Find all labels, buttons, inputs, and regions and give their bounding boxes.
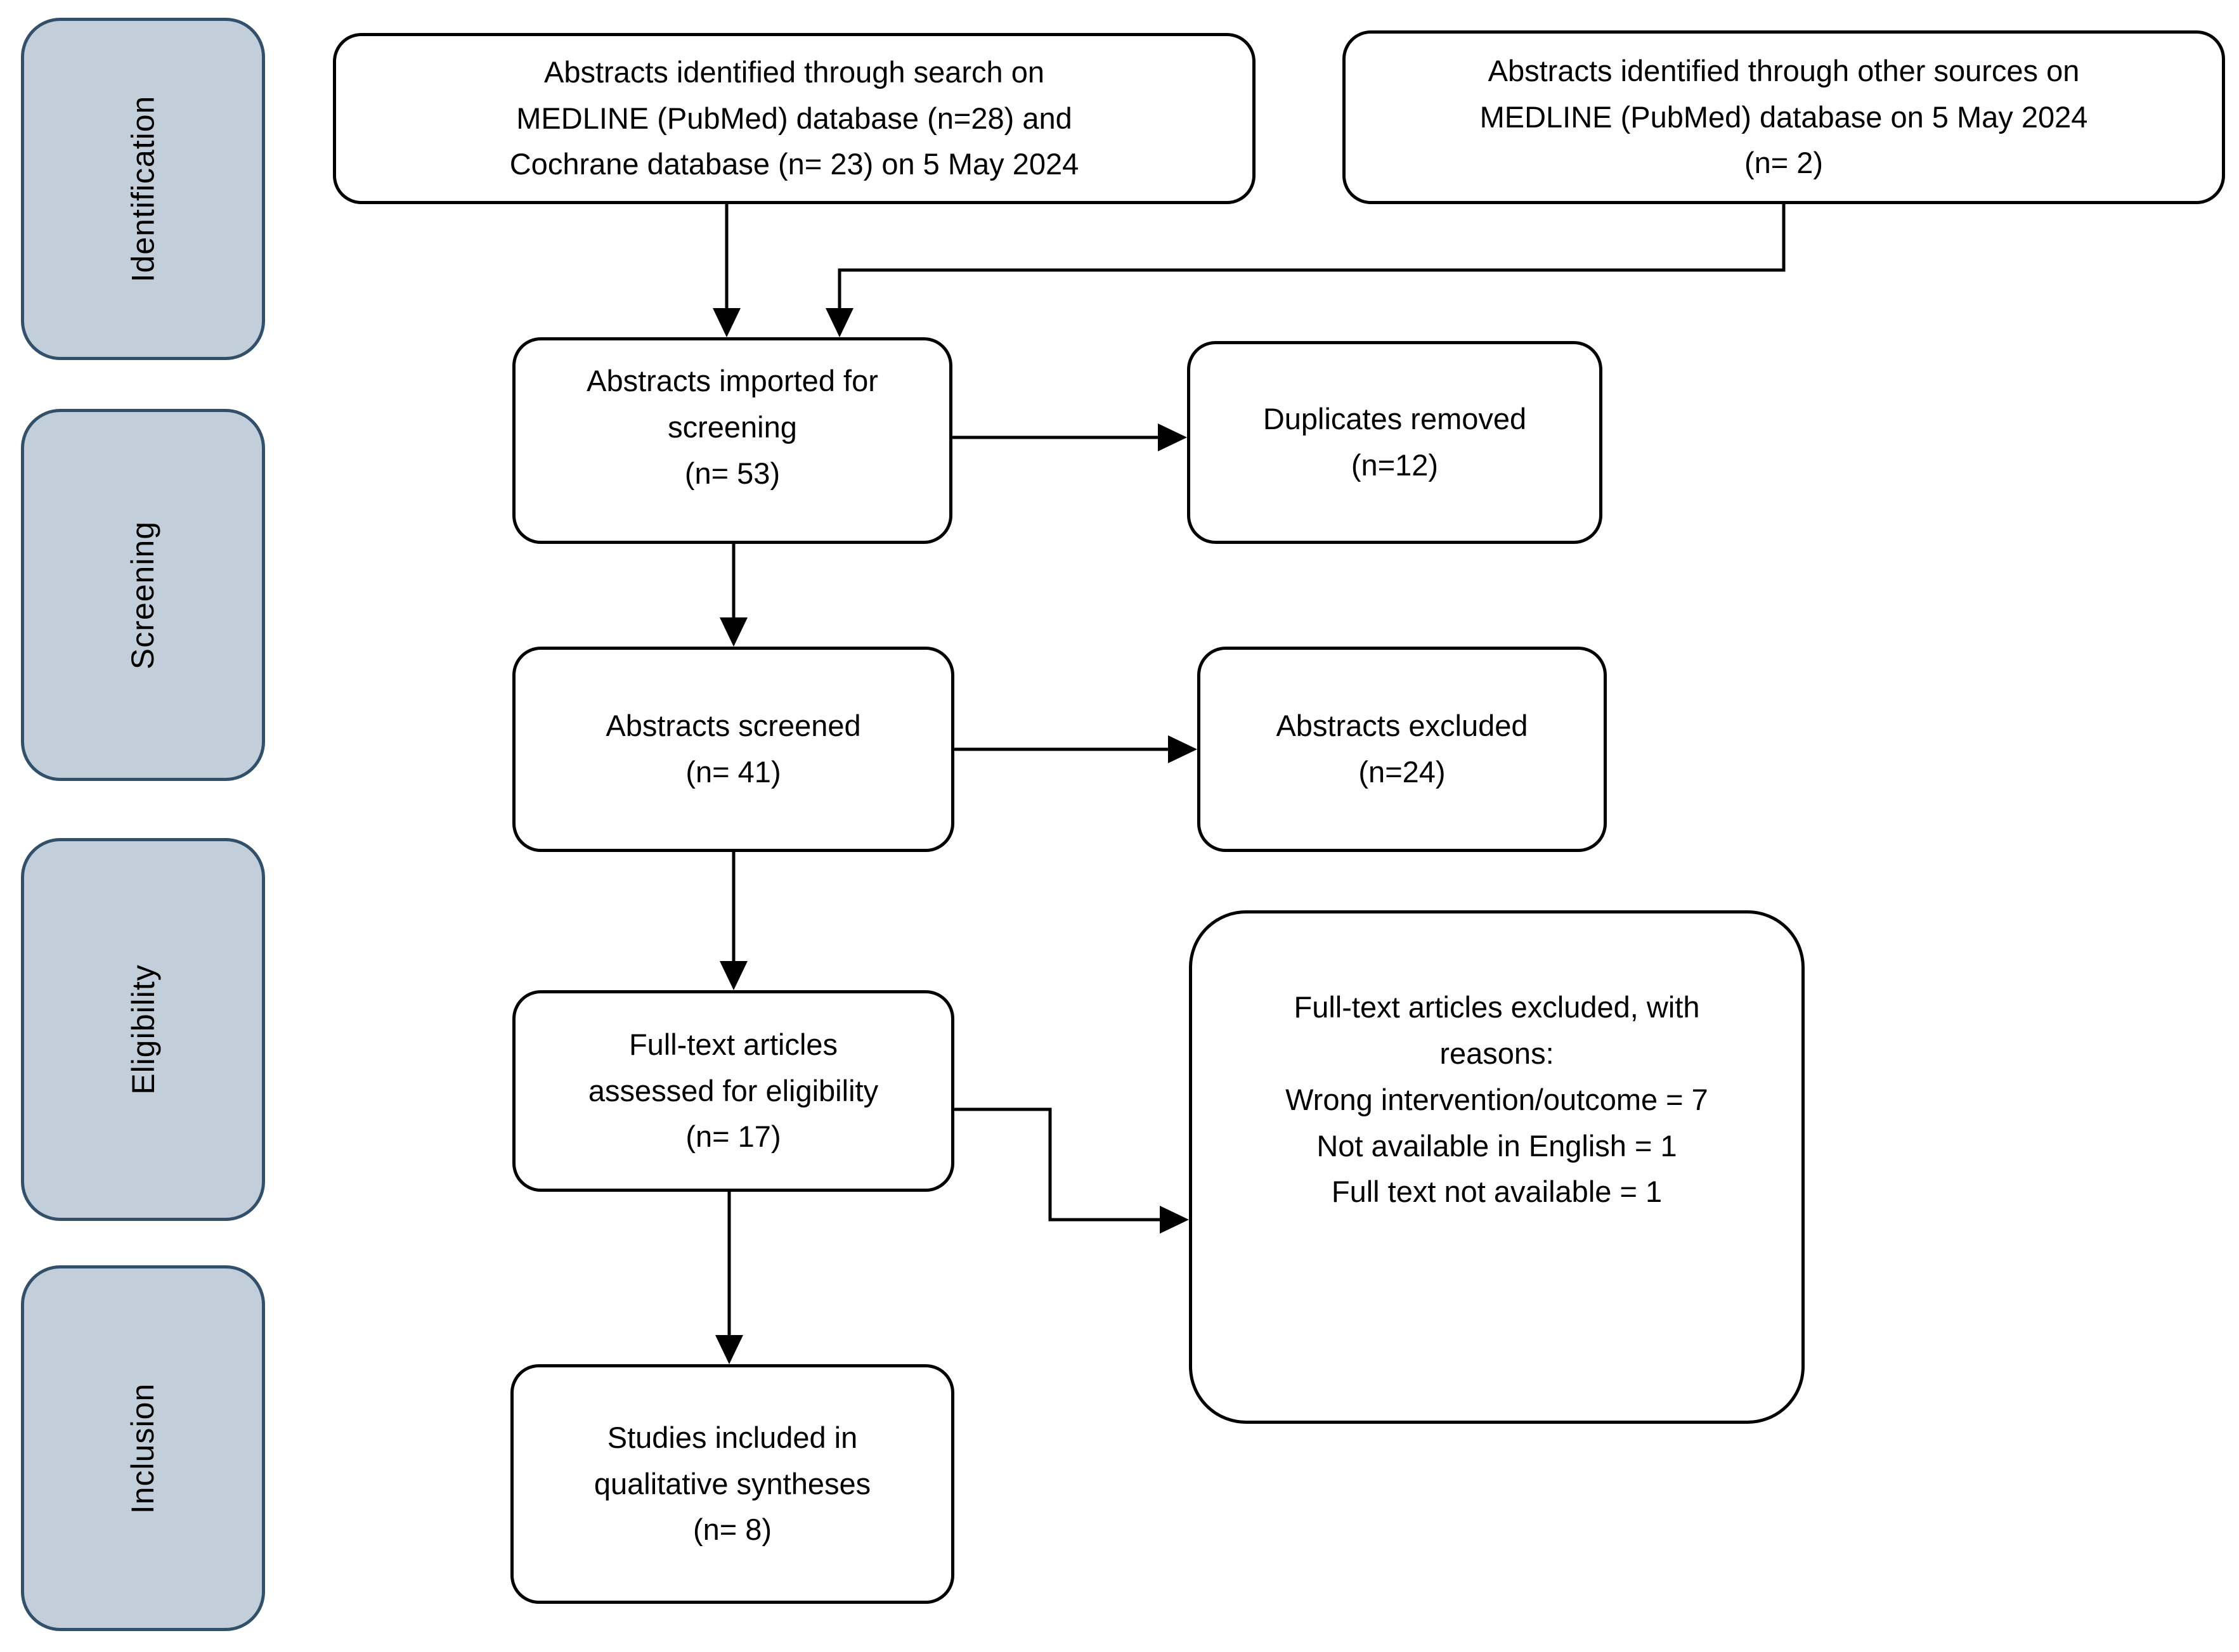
box-fulltext-assessed: Full-text articles assessed for eligibil… xyxy=(512,990,954,1192)
arrow-search-to-imported xyxy=(713,204,741,337)
box-abstracts-excluded: Abstracts excluded (n=24) xyxy=(1197,647,1607,852)
arrow-other-to-imported xyxy=(826,204,1786,337)
box-text: Abstracts identified through search on M… xyxy=(509,55,1079,181)
stage-eligibility: Eligibility xyxy=(21,838,265,1221)
box-abstracts-identified-other-sources: Abstracts identified through other sourc… xyxy=(1342,30,2225,204)
box-text: Abstracts screened (n= 41) xyxy=(606,709,861,789)
stage-label: Eligibility xyxy=(125,964,161,1095)
stage-label: Screening xyxy=(125,520,161,669)
box-fulltext-excluded-reasons: Full-text articles excluded, with reason… xyxy=(1189,910,1805,1424)
arrow-screened-to-fulltext xyxy=(720,852,748,990)
box-duplicates-removed: Duplicates removed (n=12) xyxy=(1187,341,1602,544)
arrow-screened-to-excluded xyxy=(954,735,1197,763)
arrow-imported-to-screened xyxy=(720,544,748,647)
arrow-fulltext-to-included xyxy=(715,1192,743,1364)
stage-label: Inclusion xyxy=(125,1383,161,1514)
box-text: Abstracts identified through other sourc… xyxy=(1479,53,2088,180)
box-text: Abstracts excluded (n=24) xyxy=(1276,709,1528,789)
box-text: Abstracts imported for screening (n= 53) xyxy=(587,364,878,490)
box-text: Studies included in qualitative synthese… xyxy=(594,1420,871,1547)
arrow-imported-to-duplicates xyxy=(952,423,1187,451)
arrow-fulltext-to-ft-excluded xyxy=(954,1107,1189,1234)
box-abstracts-identified-search: Abstracts identified through search on M… xyxy=(333,33,1256,204)
stage-identification: Identification xyxy=(21,18,265,360)
box-abstracts-screened: Abstracts screened (n= 41) xyxy=(512,647,954,852)
stage-label: Identification xyxy=(125,95,161,283)
box-studies-included: Studies included in qualitative synthese… xyxy=(510,1364,954,1604)
box-text: Duplicates removed (n=12) xyxy=(1262,402,1527,482)
stage-screening: Screening xyxy=(21,409,265,781)
box-abstracts-imported: Abstracts imported for screening (n= 53) xyxy=(512,337,952,544)
stage-inclusion: Inclusion xyxy=(21,1265,265,1631)
box-text: Full-text articles excluded, with reason… xyxy=(1285,990,1708,1209)
box-text: Full-text articles assessed for eligibil… xyxy=(588,1027,879,1154)
